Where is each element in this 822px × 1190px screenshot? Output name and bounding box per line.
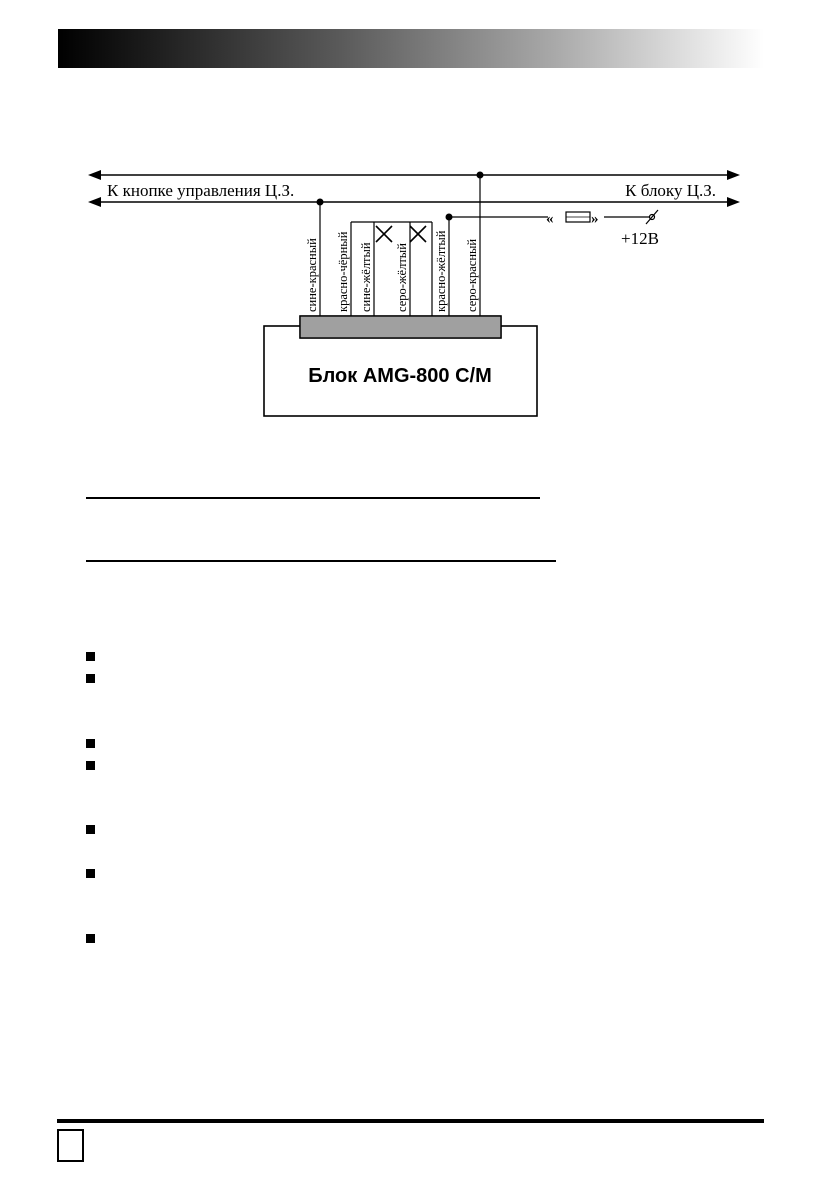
cross-icon — [375, 225, 393, 243]
footer-rule — [57, 1119, 764, 1123]
right-destination-label: К блоку Ц.З. — [625, 181, 716, 200]
cross-icon — [409, 225, 427, 243]
arrow-left-icon — [88, 197, 101, 207]
wiring-diagram-svg: К кнопке управления Ц.З. К блоку Ц.З. « … — [88, 170, 740, 417]
wire-label: красно-жёлтый — [434, 230, 448, 312]
bullet-icon — [86, 825, 95, 834]
bullet-icon — [86, 761, 95, 770]
separator-line — [86, 497, 540, 499]
bullet-icon — [86, 934, 95, 943]
wire-label: серо-жёлтый — [395, 243, 409, 312]
connector-right-icon: » — [591, 211, 599, 227]
header-gradient-bar — [58, 29, 764, 68]
bullet-icon — [86, 869, 95, 878]
left-destination-label: К кнопке управления Ц.З. — [107, 181, 294, 200]
terminal-slash — [645, 209, 659, 225]
arrow-left-icon — [88, 170, 101, 180]
bullet-icon — [86, 739, 95, 748]
bullet-icon — [86, 652, 95, 661]
block-title: Блок AMG-800 C/M — [308, 365, 492, 387]
bullet-icon — [86, 674, 95, 683]
wire-label: сине-красный — [305, 238, 319, 312]
wire-label: сине-жёлтый — [359, 242, 373, 312]
connector-left-icon: « — [546, 211, 554, 227]
junction-dot — [316, 198, 324, 206]
connector-strip-front — [299, 315, 502, 339]
junction-dot — [476, 171, 484, 179]
wire-label: серо-красный — [465, 239, 479, 312]
page-number-box — [57, 1129, 84, 1162]
separator-line — [86, 560, 556, 562]
power-label: +12В — [621, 229, 659, 248]
arrow-right-icon — [727, 170, 740, 180]
arrow-right-icon — [727, 197, 740, 207]
wire-label: красно-чёрный — [336, 231, 350, 312]
wiring-diagram: К кнопке управления Ц.З. К блоку Ц.З. « … — [0, 0, 822, 460]
